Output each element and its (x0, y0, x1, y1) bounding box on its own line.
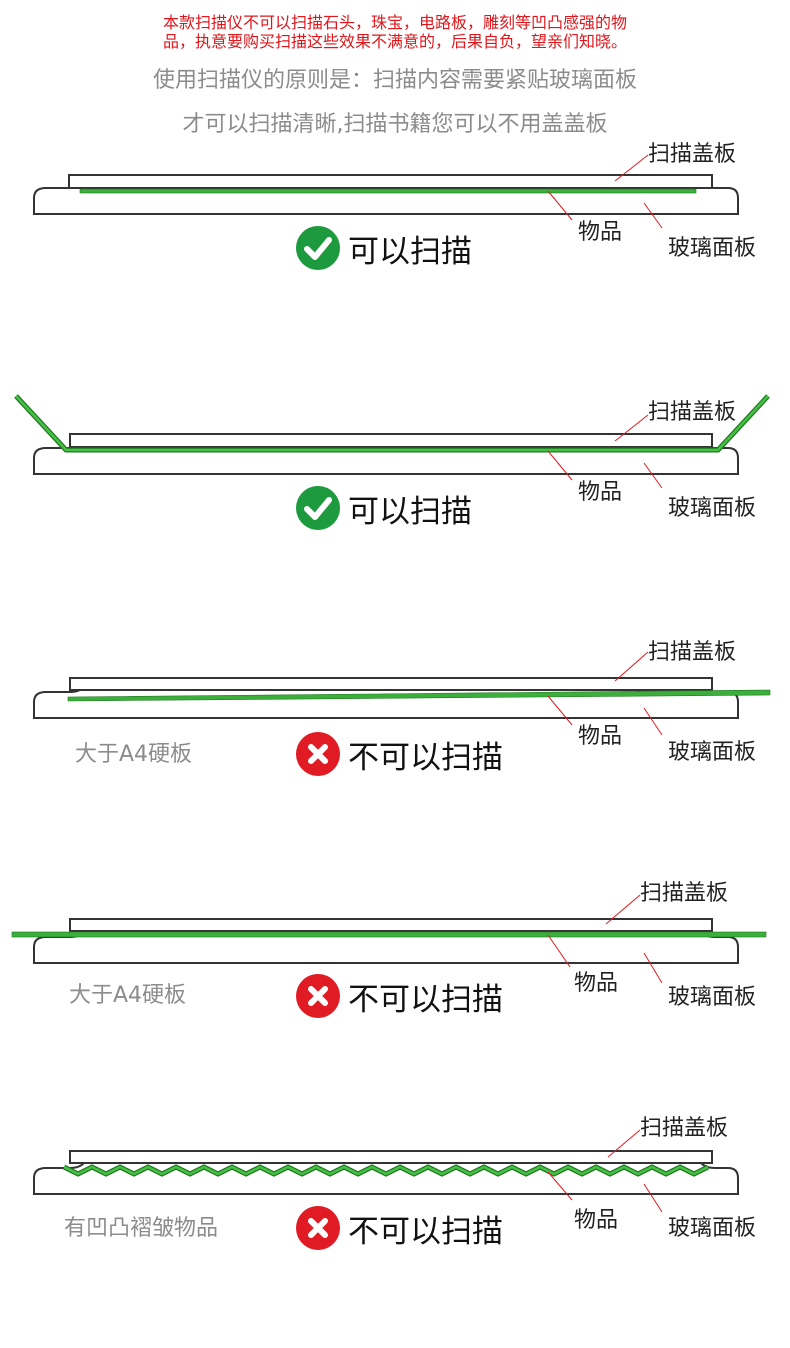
scan-cover (69, 677, 713, 691)
leader-line-glass (643, 952, 663, 984)
verdict-text: 不可以扫描 (348, 982, 503, 1018)
label-scan-cover: 扫描盖板 (648, 640, 737, 665)
leader-line-cover (605, 894, 641, 925)
leader-line-cover (614, 651, 649, 682)
label-item: 物品 (574, 971, 619, 996)
label-scan-cover: 扫描盖板 (648, 142, 737, 167)
label-item: 物品 (578, 724, 623, 749)
leader-line-glass (643, 202, 663, 229)
verdict-text: 不可以扫描 (348, 740, 503, 776)
scanner-cross-section (33, 154, 739, 229)
check-icon (296, 486, 340, 531)
diagram-oversize-board-right: 扫描盖板 物品 玻璃面板 大于A4硬板 不可以扫描 (0, 640, 790, 870)
label-scan-cover: 扫描盖板 (640, 1116, 729, 1141)
warning-line-1: 本款扫描仪不可以扫描石头，珠宝，电路板，雕刻等凹凸感强的物 (162, 13, 627, 32)
label-glass-panel: 玻璃面板 (668, 236, 757, 261)
principle-line-2: 才可以扫描清晰,扫描书籍您可以不用盖盖板 (182, 112, 608, 137)
verdict-text: 可以扫描 (348, 494, 472, 530)
leader-line-item (547, 934, 571, 968)
verdict-text: 不可以扫描 (348, 1214, 503, 1250)
label-item: 物品 (578, 220, 623, 245)
label-scan-cover: 扫描盖板 (640, 881, 729, 906)
scanner-base (33, 1161, 739, 1195)
diagram-flat-item: 扫描盖板 物品 玻璃面板 可以扫描 (0, 142, 790, 360)
label-item: 物品 (574, 1208, 619, 1233)
cross-icon (296, 974, 340, 1019)
label-glass-panel: 玻璃面板 (668, 1216, 757, 1241)
scanner-cross-section (33, 651, 771, 736)
verdict-no: 不可以扫描 (296, 732, 503, 777)
leader-line-cover (614, 154, 649, 182)
diagram-wrinkled-item: 扫描盖板 物品 玻璃面板 有凹凸褶皱物品 不可以扫描 (0, 1116, 790, 1348)
verdict-ok: 可以扫描 (296, 226, 472, 271)
leader-line-item (547, 695, 573, 726)
scan-cover (69, 918, 713, 932)
scanner-cross-section (14, 394, 770, 489)
label-glass-panel: 玻璃面板 (668, 740, 757, 765)
label-glass-panel: 玻璃面板 (668, 496, 757, 521)
note-oversize-board: 大于A4硬板 (69, 983, 187, 1008)
scan-cover (68, 174, 713, 189)
verdict-no: 不可以扫描 (296, 1206, 503, 1251)
diagram-bent-sheet: 扫描盖板 物品 玻璃面板 可以扫描 (0, 394, 790, 620)
scanner-cross-section (33, 1129, 739, 1213)
note-oversize-board: 大于A4硬板 (75, 742, 193, 767)
principle-line-1: 使用扫描仪的原则是：扫描内容需要紧贴玻璃面板 (152, 68, 637, 93)
leader-line-item (547, 1171, 573, 1201)
leader-line-cover (607, 1129, 641, 1158)
label-item: 物品 (578, 480, 623, 505)
scan-item (67, 689, 771, 702)
leader-line-glass (643, 1183, 663, 1213)
diagram-oversize-board-both: 扫描盖板 物品 玻璃面板 大于A4硬板 不可以扫描 (0, 881, 790, 1115)
scan-item (11, 931, 767, 938)
scan-item (79, 188, 697, 194)
verdict-text: 可以扫描 (348, 234, 472, 270)
leader-line-cover (614, 414, 649, 442)
scan-cover (69, 433, 713, 448)
leader-line-item (547, 450, 573, 481)
leader-line-item (547, 190, 573, 221)
leader-line-glass (643, 707, 663, 736)
cross-icon (296, 1206, 340, 1251)
verdict-no: 不可以扫描 (296, 974, 503, 1019)
scanner-cross-section (11, 894, 767, 984)
scan-cover (69, 1150, 713, 1164)
note-wrinkled-item: 有凹凸褶皱物品 (64, 1216, 219, 1241)
leader-line-glass (643, 462, 663, 489)
label-scan-cover: 扫描盖板 (648, 400, 737, 425)
cross-icon (296, 732, 340, 777)
check-icon (296, 226, 340, 271)
warning-line-2: 品，执意要购买扫描这些效果不满意的，后果自负，望亲们知晓。 (162, 32, 627, 51)
verdict-ok: 可以扫描 (296, 486, 472, 531)
label-glass-panel: 玻璃面板 (668, 985, 757, 1010)
